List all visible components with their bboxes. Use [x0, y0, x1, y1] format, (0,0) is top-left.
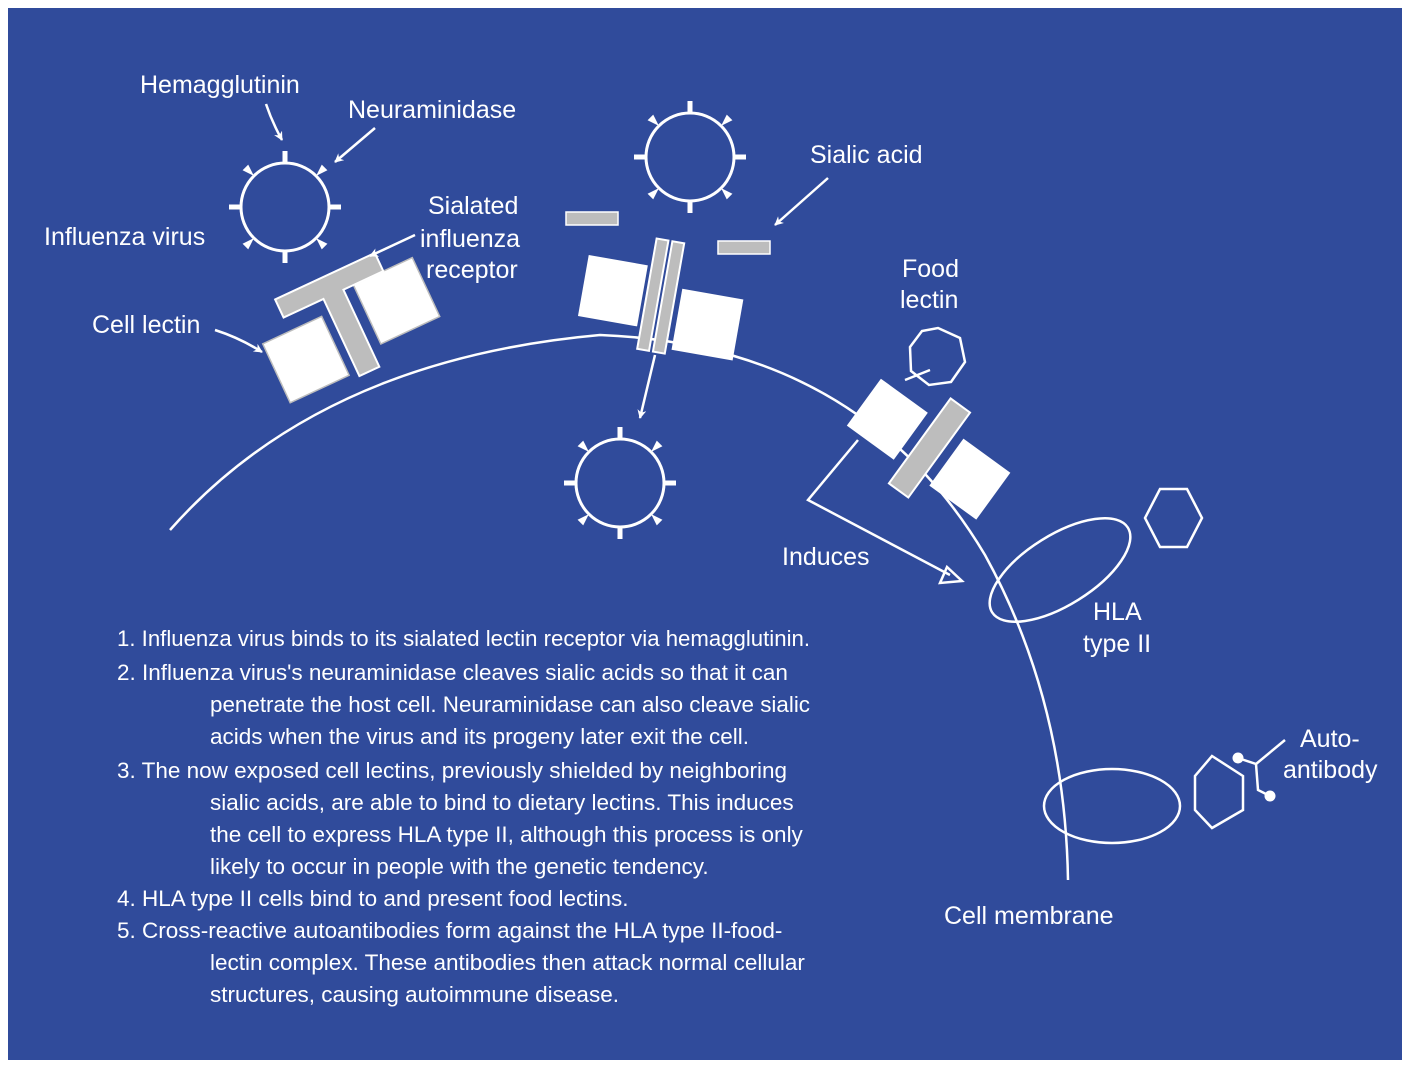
step-2-line-3: acids when the virus and its progeny lat… [210, 724, 749, 749]
step-3-line-4: likely to occur in people with the genet… [210, 854, 709, 879]
step-5-line-2: lectin complex. These antibodies then at… [210, 950, 805, 975]
label-cell-membrane: Cell membrane [944, 902, 1114, 930]
hla-type-ii-molecule [988, 516, 1132, 624]
autoantibody-shape [1237, 756, 1271, 798]
autoantibody-dot-top [1232, 752, 1244, 764]
label-sialated-3: receptor [426, 256, 518, 284]
induces-arrow [806, 439, 951, 577]
label-induces: Induces [782, 543, 870, 571]
label-food-lectin-1: Food [902, 255, 959, 283]
induces-arrowhead [938, 564, 965, 585]
autoantibody-stem [1255, 739, 1286, 765]
label-hla-1: HLA [1093, 598, 1142, 626]
autoantibody-hexagon [1193, 754, 1245, 830]
cell-lectin-left [261, 315, 351, 404]
receptor-bar-left [636, 237, 670, 353]
sialic-acid-piece-left [565, 211, 619, 226]
sialated-receptor-complex [261, 251, 441, 404]
cell-lectin-right [929, 438, 1011, 520]
autoantibody-dot-bottom [1264, 790, 1276, 802]
steps-list: 1. Influenza virus binds to its sialated… [117, 626, 810, 1007]
label-auto-1: Auto- [1300, 725, 1360, 753]
label-neuraminidase: Neuraminidase [348, 96, 516, 124]
receptor-bar [887, 397, 972, 499]
step-1-line-1: 1. Influenza virus binds to its sialated… [117, 626, 810, 651]
label-sialated-2: influenza [420, 225, 520, 253]
food-lectin-hexagon [908, 326, 967, 387]
label-sialic-acid: Sialic acid [810, 141, 923, 169]
food-lectin-complex [846, 378, 1011, 520]
cleaved-receptor-complex [577, 237, 744, 361]
step-2-line-1: 2. Influenza virus's neuraminidase cleav… [117, 660, 788, 685]
label-food-lectin-2: lectin [900, 286, 958, 314]
step-4-line-1: 4. HLA type II cells bind to and present… [117, 886, 629, 911]
sialic-acid-piece-right [717, 240, 771, 255]
step-3-line-3: the cell to express HLA type II, althoug… [210, 822, 804, 847]
background-panel [8, 8, 1402, 1060]
cell-lectin-right [671, 288, 744, 361]
cell-lectin-left [846, 378, 928, 460]
receptor-bar-right [651, 240, 686, 355]
label-hemagglutinin: Hemagglutinin [140, 71, 300, 99]
label-hla-2: type II [1083, 630, 1151, 658]
sialated-receptor-pointer [369, 233, 416, 258]
step-3-line-2: sialic acids, are able to bind to dietar… [210, 790, 794, 815]
cell-membrane-curve [169, 333, 1070, 881]
label-cell-lectin: Cell lectin [92, 311, 200, 339]
label-influenza-virus: Influenza virus [44, 223, 205, 251]
hemagglutinin-pointer [264, 103, 284, 141]
step-5-line-1: 5. Cross-reactive autoantibodies form ag… [117, 918, 782, 943]
step-2-line-2: penetrate the host cell. Neuraminidase c… [210, 692, 810, 717]
sialic-acid-pointer [774, 177, 829, 226]
step-3-line-1: 3. The now exposed cell lectins, previou… [117, 758, 787, 783]
sialated-influenza-receptor [273, 251, 385, 378]
exit-arrow [637, 354, 657, 419]
label-auto-2: antibody [1283, 756, 1378, 784]
neuraminidase-pointer [334, 127, 376, 163]
cell-lectin-pointer [214, 328, 263, 354]
cell-lectin-left [577, 254, 648, 327]
label-sialated-1: Sialated [428, 192, 518, 220]
hla-hexagon [1143, 487, 1204, 549]
hla-membrane-molecule [1042, 767, 1182, 845]
step-5-line-3: structures, causing autoimmune disease. [210, 982, 619, 1007]
